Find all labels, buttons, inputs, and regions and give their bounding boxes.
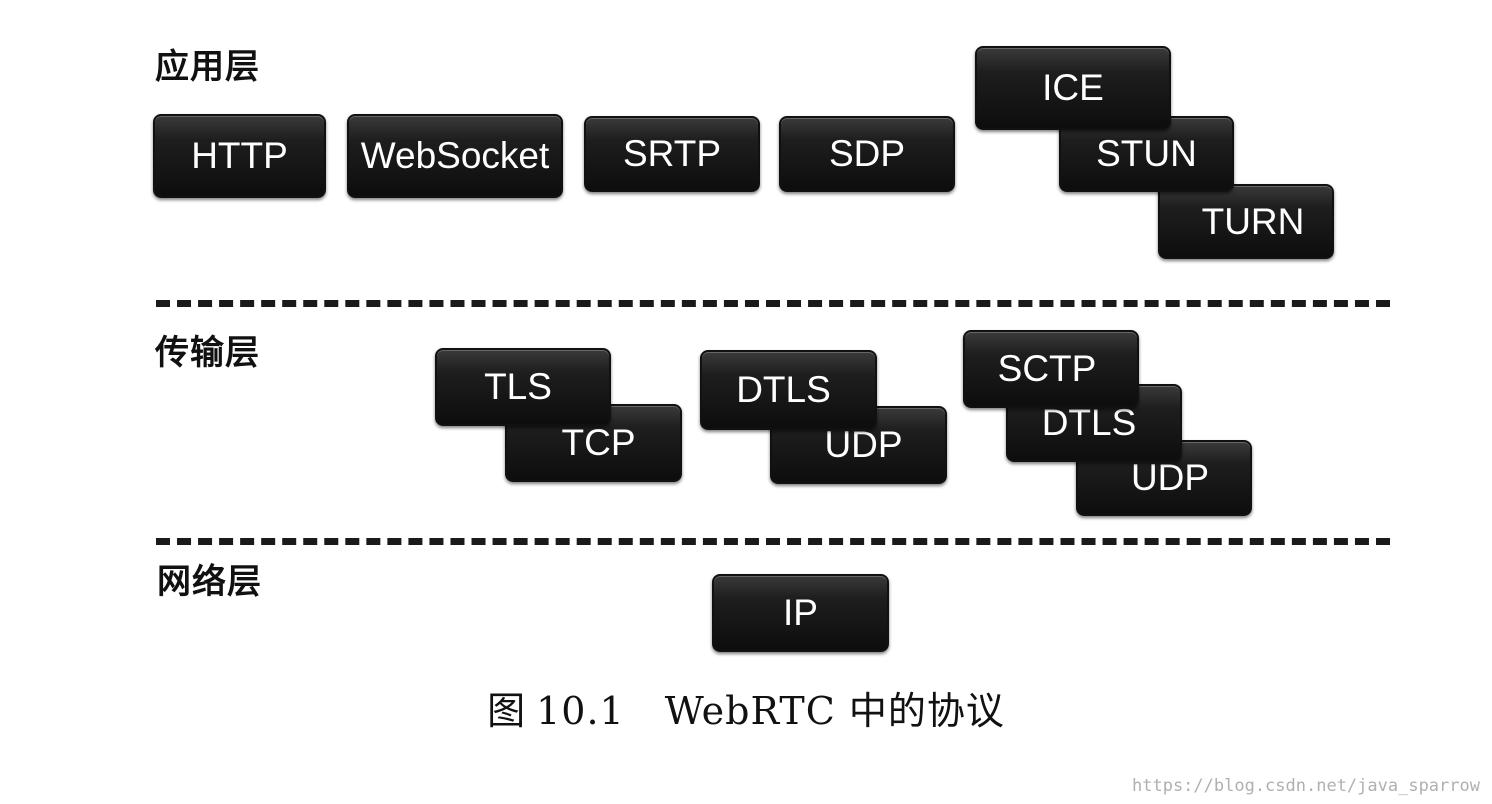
protocol-box-ip: IP: [712, 574, 889, 652]
caption-prefix: 图: [487, 689, 527, 733]
protocol-box-sdp: SDP: [779, 116, 955, 192]
layer-label-transport: 传输层: [155, 333, 260, 373]
protocol-box-dtls-a: DTLS: [700, 350, 877, 430]
protocol-box-websocket: WebSocket: [347, 114, 563, 198]
layer-label-application: 应用层: [155, 47, 260, 87]
caption-title: WebRTC 中的协议: [664, 689, 1005, 733]
protocol-box-sctp: SCTP: [963, 330, 1139, 408]
protocol-box-http: HTTP: [153, 114, 326, 198]
protocol-box-srtp: SRTP: [584, 116, 760, 192]
layer-divider-top: [156, 300, 1390, 307]
protocol-box-turn: TURN: [1158, 184, 1334, 259]
protocol-box-ice: ICE: [975, 46, 1171, 130]
protocol-box-tls: TLS: [435, 348, 611, 426]
watermark: https://blog.csdn.net/java_sparrow: [1132, 776, 1480, 796]
caption-number: 10.1: [536, 689, 625, 733]
layer-label-network: 网络层: [157, 562, 262, 602]
layer-divider-bottom: [156, 538, 1390, 545]
